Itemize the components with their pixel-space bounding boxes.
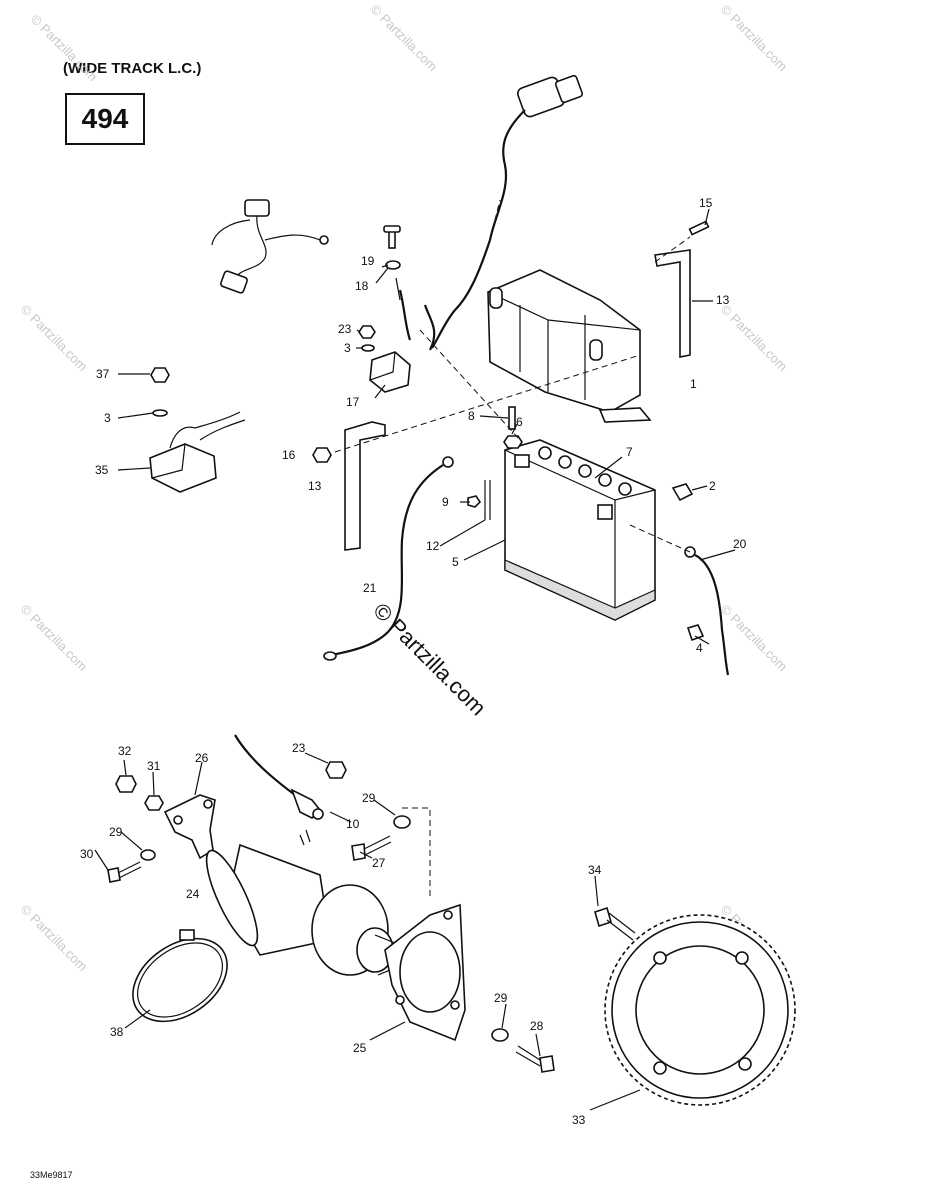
flange-bolt [491,1028,555,1073]
watermark-text: © Partzilla.com [718,602,791,675]
callout-28: 28 [530,1019,544,1033]
callout-labels: 15 13 1 19 18 23 3 17 37 3 35 8 6 7 16 1… [80,196,747,1127]
callout-17: 17 [346,395,360,409]
callout-7: 7 [626,445,633,459]
callout-3: 3 [344,341,351,355]
watermark-text: © Partzilla.com [18,602,91,675]
cable-21 [323,456,454,661]
callout-30: 30 [80,847,94,861]
callout-35: 35 [95,463,109,477]
callout-32: 32 [118,744,132,758]
watermark-text: © Partzilla.com [18,302,91,375]
starter-bracket [163,794,216,860]
callout-33: 33 [572,1113,586,1127]
diagram-number: 494 [65,93,145,145]
callout-4: 4 [696,641,703,655]
callout-3: 3 [104,411,111,425]
callout-25: 25 [353,1041,367,1055]
callout-19: 19 [361,254,375,268]
callout-29: 29 [494,991,508,1005]
callout-6: 6 [516,415,523,429]
relay-assembly [358,225,436,393]
callout-13: 13 [716,293,730,307]
ignition-switch [431,74,584,349]
starter-motor [205,829,403,976]
battery [419,329,656,621]
callout-29: 29 [109,825,123,839]
callout-5: 5 [452,555,459,569]
callout-15: 15 [699,196,713,210]
callout-13: 13 [308,479,322,493]
callout-20: 20 [733,537,747,551]
bracket-left [312,354,641,551]
variant-title: (WIDE TRACK L.C.) [63,60,202,77]
reference-code: 33Me9817 [30,1170,73,1180]
callout-2: 2 [709,479,716,493]
callout-29: 29 [362,791,376,805]
tether-cord [211,199,329,294]
callout-23: 23 [292,741,306,755]
callout-8: 8 [468,409,475,423]
battery-box [487,269,652,423]
watermark-text: © Partzilla.com [718,2,791,75]
voltage-module [149,367,246,493]
callout-18: 18 [355,279,369,293]
callout-31: 31 [147,759,161,773]
flange-plate [384,903,466,1042]
watermark-text: © Partzilla.com [18,902,91,975]
bracket-right [654,220,710,358]
starter-cable-10 [234,734,431,900]
center-watermark: © Partzilla.com [368,598,491,721]
callout-27: 27 [372,856,386,870]
callout-9: 9 [442,495,449,509]
ring-gear [604,914,796,1106]
watermark-text: © Partzilla.com [718,302,791,375]
callout-1: 1 [690,377,697,391]
callout-34: 34 [588,863,602,877]
callout-10: 10 [346,817,360,831]
leader-lines [94,208,736,1111]
callout-26: 26 [195,751,209,765]
callout-16: 16 [282,448,296,462]
starter-hardware [107,761,411,883]
callout-23: 23 [338,322,352,336]
callout-21: 21 [363,581,377,595]
hose-clamp [132,929,228,1023]
callout-24: 24 [186,887,200,901]
callout-12: 12 [426,539,440,553]
watermark-text: © Partzilla.com [368,2,441,75]
callout-37: 37 [96,367,110,381]
ring-gear-bolt [594,906,636,941]
callout-38: 38 [110,1025,124,1039]
watermark-text: © Partzilla.com [28,12,101,85]
cable-20 [629,483,730,676]
